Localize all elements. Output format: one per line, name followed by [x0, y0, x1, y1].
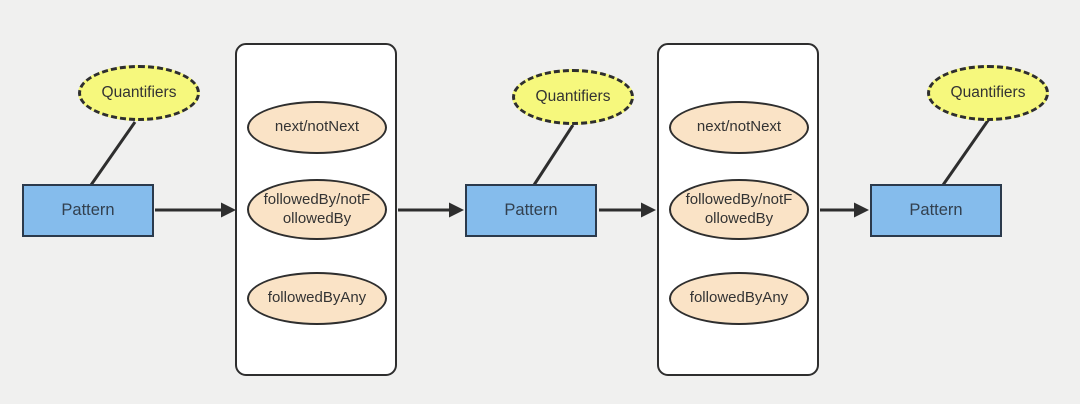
flow-arrow-2-head-icon	[449, 202, 464, 218]
option-label: followedBy/notFollowedBy	[263, 190, 371, 227]
option-followedby-notfollowedby: followedBy/notFollowedBy	[247, 179, 387, 240]
option-followedby-notfollowedby: followedBy/notFollowedBy	[669, 179, 809, 240]
quantifier-connector-3	[941, 118, 991, 186]
option-label: followedByAny	[689, 289, 789, 307]
quantifiers-ellipse-2: Quantifiers	[512, 69, 634, 125]
option-next-notnext: next/notNext	[669, 101, 809, 154]
pattern-box-1: Pattern	[22, 184, 154, 237]
operator-container-1: next/notNext followedBy/notFollowedBy fo…	[235, 43, 397, 376]
option-next-notnext: next/notNext	[247, 101, 387, 154]
option-followedbyany: followedByAny	[669, 272, 809, 325]
option-label: next/notNext	[696, 118, 782, 136]
quantifiers-ellipse-1: Quantifiers	[78, 65, 200, 121]
flow-arrow-1-head-icon	[221, 202, 236, 218]
quantifiers-ellipse-3: Quantifiers	[927, 65, 1049, 121]
option-followedbyany: followedByAny	[247, 272, 387, 325]
quantifier-connector-2	[532, 124, 575, 186]
option-label: followedBy/notFollowedBy	[685, 190, 793, 227]
flow-arrow-4-head-icon	[854, 202, 869, 218]
option-label: followedByAny	[267, 289, 367, 307]
pattern-box-2: Pattern	[465, 184, 597, 237]
option-label: next/notNext	[274, 118, 360, 136]
pattern-box-3: Pattern	[870, 184, 1002, 237]
operator-container-2: next/notNext followedBy/notFollowedBy fo…	[657, 43, 819, 376]
quantifier-connector-1	[89, 121, 137, 186]
flow-arrow-3-head-icon	[641, 202, 656, 218]
